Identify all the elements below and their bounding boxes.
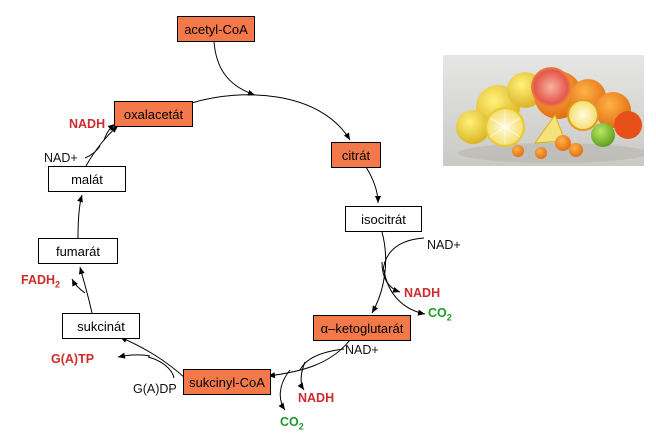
- arrow-nad-keto-in: [299, 348, 345, 371]
- co2-iso-sub: 2: [446, 312, 452, 323]
- nad-malat-label: NAD+: [44, 151, 78, 165]
- arrow-acetyl-to-cycle: [213, 41, 256, 96]
- fadh-text: FADH: [21, 273, 56, 287]
- arrow-sukcinyl-to-sukcinat: [119, 336, 186, 379]
- co2-keto-label: CO2: [280, 416, 304, 432]
- malat-box: malát: [48, 166, 126, 192]
- arrow-co2-keto-out: [278, 369, 291, 411]
- arrow-nad-malat-in: [84, 145, 101, 159]
- co2-iso-text: CO: [428, 306, 447, 320]
- nadh-keto-label: NADH: [298, 391, 335, 405]
- fadh2-label: FADH2: [21, 274, 60, 290]
- arrow-keto-to-sukcinyl: [267, 339, 351, 379]
- sukcinat-box: sukcinát: [62, 313, 140, 339]
- arrow-fadh-out: [71, 278, 86, 294]
- arrow-nad-iso-in: [382, 237, 425, 273]
- ketoglutarat-box: α–ketoglutarát: [313, 315, 411, 341]
- arrow-sukcinat-to-fumarat: [78, 266, 93, 314]
- citrus-fruits-image: [443, 55, 644, 166]
- nad-iso-label: NAD+: [427, 238, 461, 252]
- isocitrat-box: isocitrát: [345, 206, 422, 232]
- nadh-iso-label: NADH: [404, 286, 441, 300]
- arrow-malat-to-oxal: [85, 125, 119, 167]
- arrow-gatp-out: [117, 352, 151, 359]
- acetyl-coa-box: acetyl-CoA: [177, 16, 255, 42]
- co2-iso-label: CO2: [428, 307, 452, 323]
- nadh-oxal-label: NADH: [69, 117, 106, 131]
- fumarat-box: fumarát: [38, 238, 118, 264]
- arrow-citrat-to-isocitrat: [365, 166, 381, 204]
- sukcinyl-coa-box: sukcinyl-CoA: [183, 369, 271, 395]
- arrow-co2-iso-out: [383, 269, 426, 316]
- nad-keto-label: NAD+: [345, 343, 379, 357]
- gadp-label: G(A)DP: [133, 382, 177, 396]
- arrow-isocitrat-to-keto: [371, 231, 387, 314]
- citrat-box: citrát: [331, 142, 381, 168]
- arrow-gadp-in: [147, 356, 175, 379]
- co2-keto-sub: 2: [298, 421, 304, 432]
- co2-keto-text: CO: [280, 415, 299, 429]
- arrow-nadh-iso-out: [381, 261, 401, 293]
- arrow-nadh-keto-out: [297, 361, 306, 391]
- arrow-fumarat-to-malat: [77, 194, 83, 239]
- arrow-nadh-malat-out: [103, 123, 116, 141]
- fadh-sub: 2: [55, 279, 61, 290]
- arrow-oxal-to-citrat: [191, 94, 351, 141]
- gatp-label: G(A)TP: [51, 352, 95, 366]
- oxalacetat-box: oxalacetát: [114, 101, 193, 127]
